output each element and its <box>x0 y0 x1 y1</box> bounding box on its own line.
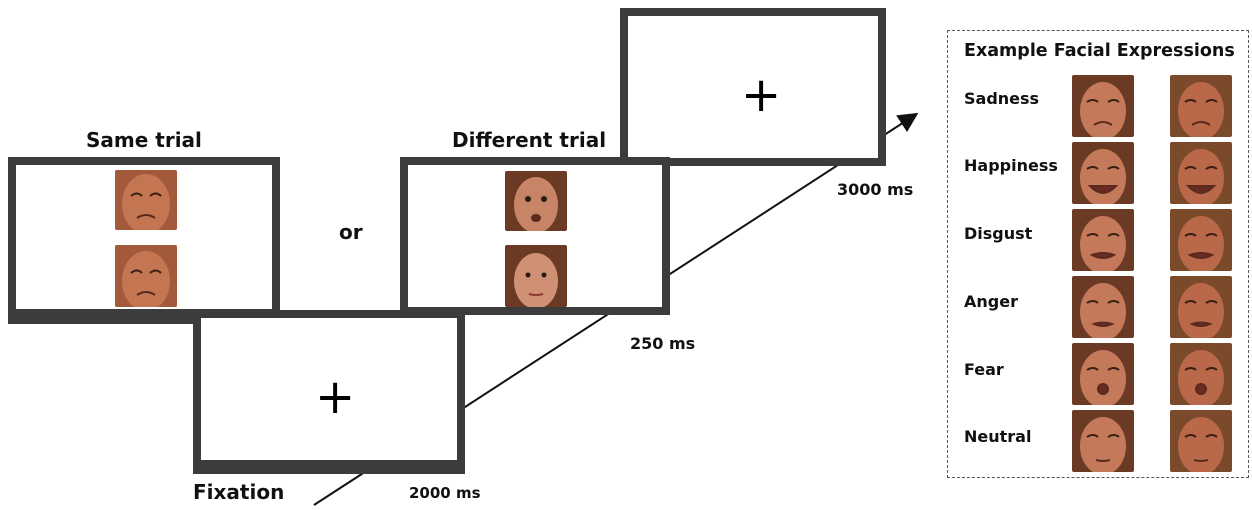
example-face-disgust-female <box>1072 209 1134 271</box>
neutral-face-female <box>505 245 567 307</box>
example-face-sadness-female <box>1072 75 1134 137</box>
example-face-fear-male <box>1170 343 1232 405</box>
example-expressions-panel: Example Facial Expressions Sadness Happi… <box>947 30 1249 478</box>
example-face-happiness-female <box>1072 142 1134 204</box>
fixation-screen: + <box>193 310 465 468</box>
different-trial-label: Different trial <box>452 128 607 152</box>
example-face-anger-female <box>1072 276 1134 338</box>
sadness-face-male <box>115 170 177 230</box>
or-label: or <box>339 220 363 244</box>
sadness-face-male-2 <box>115 245 177 307</box>
different-trial-screen <box>400 157 670 315</box>
example-face-fear-female <box>1072 343 1134 405</box>
same-trial-label: Same trial <box>86 128 202 152</box>
fixation-duration: 2000 ms <box>409 484 481 502</box>
fixation-screen-shadow <box>193 460 465 474</box>
examples-title: Example Facial Expressions <box>964 41 1235 61</box>
expression-label-happiness: Happiness <box>964 156 1058 175</box>
expression-label-fear: Fear <box>964 360 1004 379</box>
expression-label-neutral: Neutral <box>964 427 1032 446</box>
response-screen-shadow <box>620 158 886 166</box>
same-trial-screen <box>8 157 280 317</box>
response-screen: + <box>620 8 886 166</box>
example-face-happiness-male <box>1170 142 1232 204</box>
expression-label-disgust: Disgust <box>964 224 1033 243</box>
example-face-neutral-female <box>1072 410 1134 472</box>
example-face-disgust-male <box>1170 209 1232 271</box>
fixation-label: Fixation <box>193 480 285 504</box>
fixation-cross: + <box>741 67 782 123</box>
example-face-neutral-male <box>1170 410 1232 472</box>
different-trial-shadow <box>400 307 670 315</box>
fixation-cross-2: + <box>315 369 356 425</box>
fear-face-female <box>505 171 567 231</box>
stimulus-duration: 250 ms <box>630 334 696 353</box>
response-duration: 3000 ms <box>837 180 914 199</box>
example-face-sadness-male <box>1170 75 1232 137</box>
expression-label-anger: Anger <box>964 292 1018 311</box>
expression-label-sadness: Sadness <box>964 89 1040 108</box>
example-face-anger-male <box>1170 276 1232 338</box>
